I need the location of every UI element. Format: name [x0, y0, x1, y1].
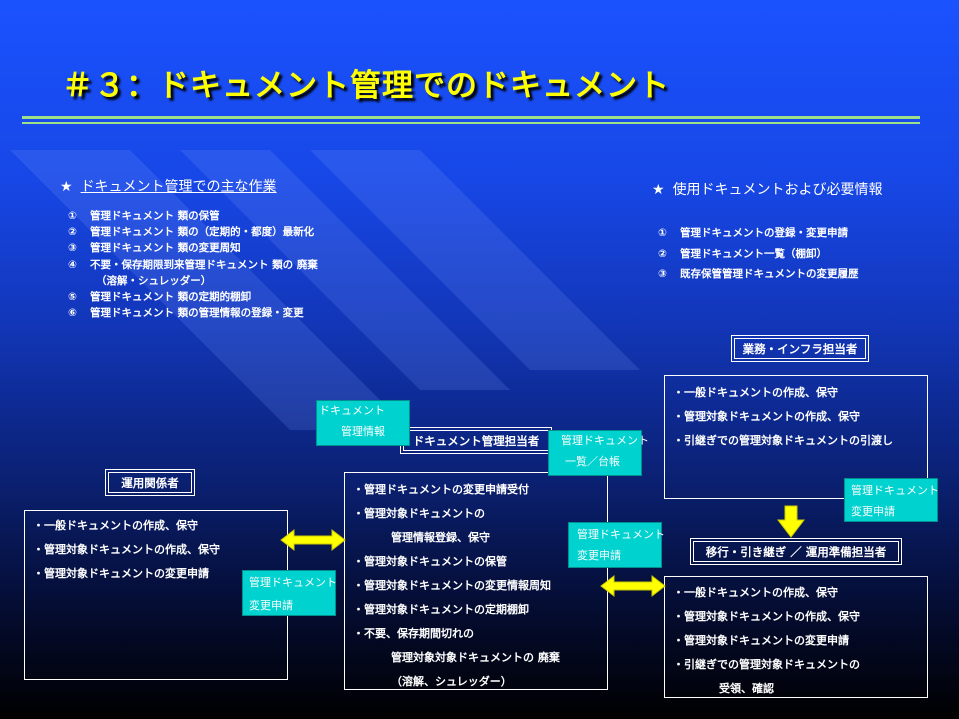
- tag-text: 変更申請: [851, 505, 895, 518]
- manager-box-line: ・管理対象ドキュメントの変更情報周知: [353, 579, 551, 592]
- item-number: ①: [68, 210, 77, 222]
- change-request-tag: 管理ドキュメント 変更申請: [242, 570, 337, 616]
- change-request-tag: 管理ドキュメント 変更申請: [844, 478, 939, 522]
- list-item: （溶解・シュレッダー）: [68, 273, 318, 289]
- item-number: ①: [658, 227, 667, 239]
- infra-box: ・一般ドキュメントの作成、保守 ・管理対象ドキュメントの作成、保守 ・引継ぎでの…: [664, 375, 928, 499]
- item-text: （溶解・シュレッダー）: [96, 274, 212, 287]
- role-label-migration: 移行・引き継ぎ ／ 運用準備担当者: [690, 538, 902, 565]
- tag-text: ドキュメント: [319, 404, 385, 417]
- list-item: ④ 不要・保存期限到来管理ドキュメント 類の 廃棄: [68, 257, 318, 273]
- tag-text: 管理ドキュメント: [249, 576, 337, 589]
- change-request-tag: 管理ドキュメント 変更申請: [568, 522, 665, 568]
- right-info-list: ① 管理ドキュメントの登録・変更申請 ② 管理ドキュメント一覧（棚卸） ③ 既存保管管…: [658, 223, 859, 285]
- doc-list-tag: 管理ドキュメント 一覧／台帳: [548, 430, 649, 476]
- role-label-infra: 業務・インフラ担当者: [731, 335, 869, 362]
- user-box: ・一般ドキュメントの作成、保守 ・管理対象ドキュメントの作成、保守 ・管理対象ド…: [24, 510, 288, 680]
- manager-box-line: 管理対象対象ドキュメントの 廃棄: [391, 651, 560, 664]
- item-text: 管理ドキュメント 類の変更周知: [90, 242, 241, 255]
- manager-box-line: ・管理対象ドキュメントの: [353, 507, 485, 520]
- item-text: 管理ドキュメント 類の管理情報の登録・変更: [90, 307, 304, 320]
- slide-title: ＃３：ドキュメント管理でのドキュメント: [62, 68, 670, 104]
- user-box-line: ・管理対象ドキュメントの作成、保守: [33, 543, 220, 556]
- item-text: 管理ドキュメント 類の定期的棚卸: [90, 291, 252, 304]
- item-number: ④: [68, 258, 77, 271]
- tag-text: 管理ドキュメント: [851, 484, 939, 497]
- list-item: ② 管理ドキュメント 類の（定期的・都度）最新化: [68, 224, 318, 240]
- left-section-heading: ★ ドキュメント管理での主な作業: [60, 176, 277, 196]
- manager-box-line: ・管理対象ドキュメントの保管: [353, 555, 507, 568]
- double-arrow-icon: [600, 574, 666, 598]
- title-divider: [22, 122, 920, 124]
- manager-box: ・管理ドキュメントの変更申請受付 ・管理対象ドキュメントの 管理情報登録、保守 …: [344, 472, 608, 690]
- double-arrow-icon: [280, 528, 346, 552]
- star-icon: ★: [60, 179, 73, 195]
- title-divider: [22, 116, 920, 119]
- migration-box-line: ・管理対象ドキュメントの作成、保守: [673, 610, 860, 623]
- user-box-line: ・管理対象ドキュメントの変更申請: [33, 567, 209, 580]
- manager-box-line: （溶解、シュレッダー）: [391, 675, 512, 688]
- migration-box-line: ・管理対象ドキュメントの変更申請: [673, 634, 849, 647]
- item-text: 不要・保存期限到来管理ドキュメント 類の 廃棄: [90, 258, 318, 271]
- manager-box-line: ・不要、保存期間切れの: [353, 627, 474, 640]
- migration-box-line: 受領、確認: [719, 682, 774, 695]
- right-section-heading: ★ 使用ドキュメントおよび必要情報: [652, 179, 883, 199]
- list-item: ③ 管理ドキュメント 類の変更周知: [68, 240, 318, 256]
- user-box-line: ・一般ドキュメントの作成、保守: [33, 519, 198, 532]
- item-number: ③: [658, 268, 667, 280]
- item-text: 管理ドキュメント 類の保管: [90, 210, 220, 222]
- right-section-heading-text: 使用ドキュメントおよび必要情報: [672, 182, 883, 198]
- manager-box-line: ・管理ドキュメントの変更申請受付: [353, 483, 529, 496]
- doc-info-tag: ドキュメント 管理情報: [316, 400, 410, 446]
- list-item: ⑤ 管理ドキュメント 類の定期的棚卸: [68, 289, 318, 305]
- item-number: ⑥: [68, 307, 77, 320]
- migration-box: ・一般ドキュメントの作成、保守 ・管理対象ドキュメントの作成、保守 ・管理対象ド…: [664, 576, 928, 698]
- item-number: ③: [68, 242, 77, 255]
- manager-box-line: 管理情報登録、保守: [391, 531, 490, 544]
- list-item: ① 管理ドキュメント 類の保管: [68, 208, 318, 224]
- tag-text: 一覧／台帳: [565, 455, 620, 468]
- star-icon: ★: [652, 182, 665, 198]
- tag-text: 管理情報: [341, 425, 385, 438]
- item-number: ⑤: [68, 291, 77, 304]
- item-number: ②: [68, 226, 77, 239]
- left-section-heading-text: ドキュメント管理での主な作業: [80, 179, 277, 195]
- item-text: 既存保管管理ドキュメントの変更履歴: [680, 268, 859, 280]
- left-task-list: ① 管理ドキュメント 類の保管 ② 管理ドキュメント 類の（定期的・都度）最新化 ③…: [68, 208, 318, 321]
- list-item: ③ 既存保管管理ドキュメントの変更履歴: [658, 264, 859, 285]
- tag-text: 管理ドキュメント: [577, 528, 665, 541]
- migration-box-line: ・一般ドキュメントの作成、保守: [673, 586, 838, 599]
- tag-text: 変更申請: [577, 549, 621, 562]
- list-item: ② 管理ドキュメント一覧（棚卸）: [658, 244, 859, 265]
- item-number: ②: [658, 247, 667, 260]
- list-item: ① 管理ドキュメントの登録・変更申請: [658, 223, 859, 244]
- down-arrow-icon: [776, 505, 806, 538]
- infra-box-line: ・一般ドキュメントの作成、保守: [673, 386, 838, 399]
- list-item: ⑥ 管理ドキュメント 類の管理情報の登録・変更: [68, 305, 318, 321]
- item-text: 管理ドキュメントの登録・変更申請: [680, 227, 848, 239]
- infra-box-line: ・管理対象ドキュメントの作成、保守: [673, 410, 860, 423]
- item-text: 管理ドキュメント 類の（定期的・都度）最新化: [90, 226, 315, 239]
- manager-box-line: ・管理対象ドキュメントの定期棚卸: [353, 603, 529, 616]
- migration-box-line: ・引継ぎでの管理対象ドキュメントの: [673, 658, 860, 671]
- tag-text: 変更申請: [249, 599, 293, 612]
- role-label-user: 運用関係者: [105, 469, 195, 496]
- item-text: 管理ドキュメント一覧（棚卸）: [680, 247, 827, 260]
- tag-text: 管理ドキュメント: [561, 434, 649, 447]
- infra-box-line: ・引継ぎでの管理対象ドキュメントの引渡し: [673, 434, 893, 447]
